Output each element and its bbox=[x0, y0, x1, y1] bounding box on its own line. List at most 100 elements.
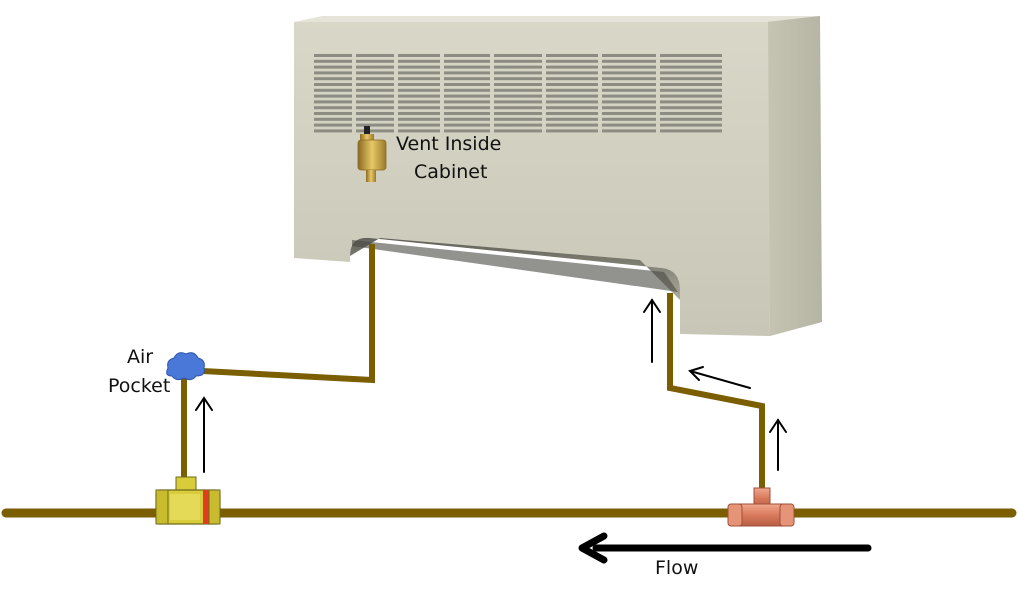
grille-louver bbox=[660, 59, 722, 63]
grille-louver bbox=[444, 94, 490, 98]
grille-louver bbox=[356, 71, 394, 75]
up-arrow-icon-right-lower bbox=[769, 418, 787, 471]
grille-louver bbox=[602, 129, 656, 133]
grille-louver bbox=[398, 54, 440, 57]
grille-louver bbox=[314, 123, 352, 127]
grille-section bbox=[546, 54, 598, 133]
grille-louver bbox=[398, 71, 440, 75]
grille-louver bbox=[546, 77, 598, 81]
flow-direction-arrow-icon bbox=[578, 532, 872, 564]
grille-louver bbox=[444, 106, 490, 110]
grille-louver bbox=[444, 88, 490, 92]
grille-louver bbox=[660, 71, 722, 75]
grille-louver bbox=[314, 59, 352, 63]
grille-louver bbox=[660, 129, 722, 133]
flow-valve-icon bbox=[155, 476, 221, 525]
grille-louver bbox=[660, 123, 722, 127]
grille-louver bbox=[444, 77, 490, 81]
grille-louver bbox=[602, 88, 656, 92]
grille-louver bbox=[546, 123, 598, 127]
grille-louver bbox=[602, 65, 656, 69]
air-label-line1: Air bbox=[127, 346, 153, 368]
grille-louver bbox=[494, 71, 542, 75]
grille-louver bbox=[546, 117, 598, 121]
grille-louver bbox=[660, 54, 722, 57]
cabinet-side bbox=[766, 16, 822, 336]
grille-louver bbox=[356, 117, 394, 121]
grille-louver bbox=[314, 77, 352, 81]
grille-louver bbox=[602, 54, 656, 57]
grille-louver bbox=[398, 88, 440, 92]
automatic-air-vent-icon bbox=[357, 126, 387, 182]
grille-louver bbox=[314, 83, 352, 86]
grille-louver bbox=[546, 59, 598, 63]
grille-louver bbox=[494, 129, 542, 133]
grille-louver bbox=[494, 106, 542, 110]
grille-louver bbox=[314, 88, 352, 92]
air-label-line2: Pocket bbox=[108, 375, 170, 397]
grille-louver bbox=[314, 54, 352, 57]
cabinet-front bbox=[294, 22, 770, 336]
left-branch-pipe bbox=[181, 244, 375, 513]
grille-louver bbox=[660, 100, 722, 104]
grille-section bbox=[660, 54, 722, 133]
up-arrow-icon-right-upper bbox=[643, 298, 661, 363]
grille-louver bbox=[602, 117, 656, 121]
grille-louver bbox=[398, 77, 440, 81]
grille-louver bbox=[546, 54, 598, 57]
grille-louver bbox=[356, 94, 394, 98]
grille-louver bbox=[494, 88, 542, 92]
grille-louver bbox=[444, 83, 490, 86]
grille-louver bbox=[356, 65, 394, 69]
grille-louver bbox=[398, 59, 440, 63]
grille-louver bbox=[494, 59, 542, 63]
grille-louver bbox=[398, 94, 440, 98]
flow-arrows bbox=[195, 298, 787, 473]
grille-louver bbox=[494, 112, 542, 115]
grille-louver bbox=[494, 54, 542, 57]
grille-louver bbox=[314, 106, 352, 110]
grille-louver bbox=[444, 59, 490, 63]
grille-louver bbox=[398, 123, 440, 127]
grille-louver bbox=[660, 88, 722, 92]
grille-louver bbox=[660, 77, 722, 81]
grille-louver bbox=[444, 117, 490, 121]
grille-louver bbox=[602, 106, 656, 110]
grille-section bbox=[356, 54, 394, 133]
grille-louver bbox=[660, 106, 722, 110]
grille-louver bbox=[356, 77, 394, 81]
vent-label-line2: Cabinet bbox=[414, 161, 487, 183]
grille-louver bbox=[602, 123, 656, 127]
grille-louver bbox=[398, 129, 440, 133]
grille-louver bbox=[444, 100, 490, 104]
grille-louver bbox=[398, 106, 440, 110]
grille-louver bbox=[314, 71, 352, 75]
grille-louver bbox=[314, 112, 352, 115]
grille-louver bbox=[444, 129, 490, 133]
flow-label: Flow bbox=[655, 557, 698, 579]
grille-louver bbox=[444, 123, 490, 127]
grille-louver bbox=[356, 54, 394, 57]
grille-louver bbox=[444, 65, 490, 69]
grille-louver bbox=[602, 94, 656, 98]
grille-louver bbox=[314, 117, 352, 121]
grille-louver bbox=[494, 77, 542, 81]
grille-louver bbox=[398, 65, 440, 69]
cabinet-top bbox=[294, 16, 820, 22]
grille-louver bbox=[398, 100, 440, 104]
grille-louver bbox=[660, 65, 722, 69]
grille-louver bbox=[602, 71, 656, 75]
grille-louver bbox=[314, 100, 352, 104]
grille-section bbox=[444, 54, 490, 133]
grille-louver bbox=[494, 100, 542, 104]
grille-louver bbox=[398, 117, 440, 121]
grille-louver bbox=[546, 83, 598, 86]
cabinet bbox=[294, 16, 822, 336]
grille-section bbox=[494, 54, 542, 133]
grille-louver bbox=[356, 83, 394, 86]
grille-louver bbox=[398, 83, 440, 86]
grille-louver bbox=[444, 112, 490, 115]
grille-louver bbox=[546, 112, 598, 115]
grille-louver bbox=[314, 65, 352, 69]
